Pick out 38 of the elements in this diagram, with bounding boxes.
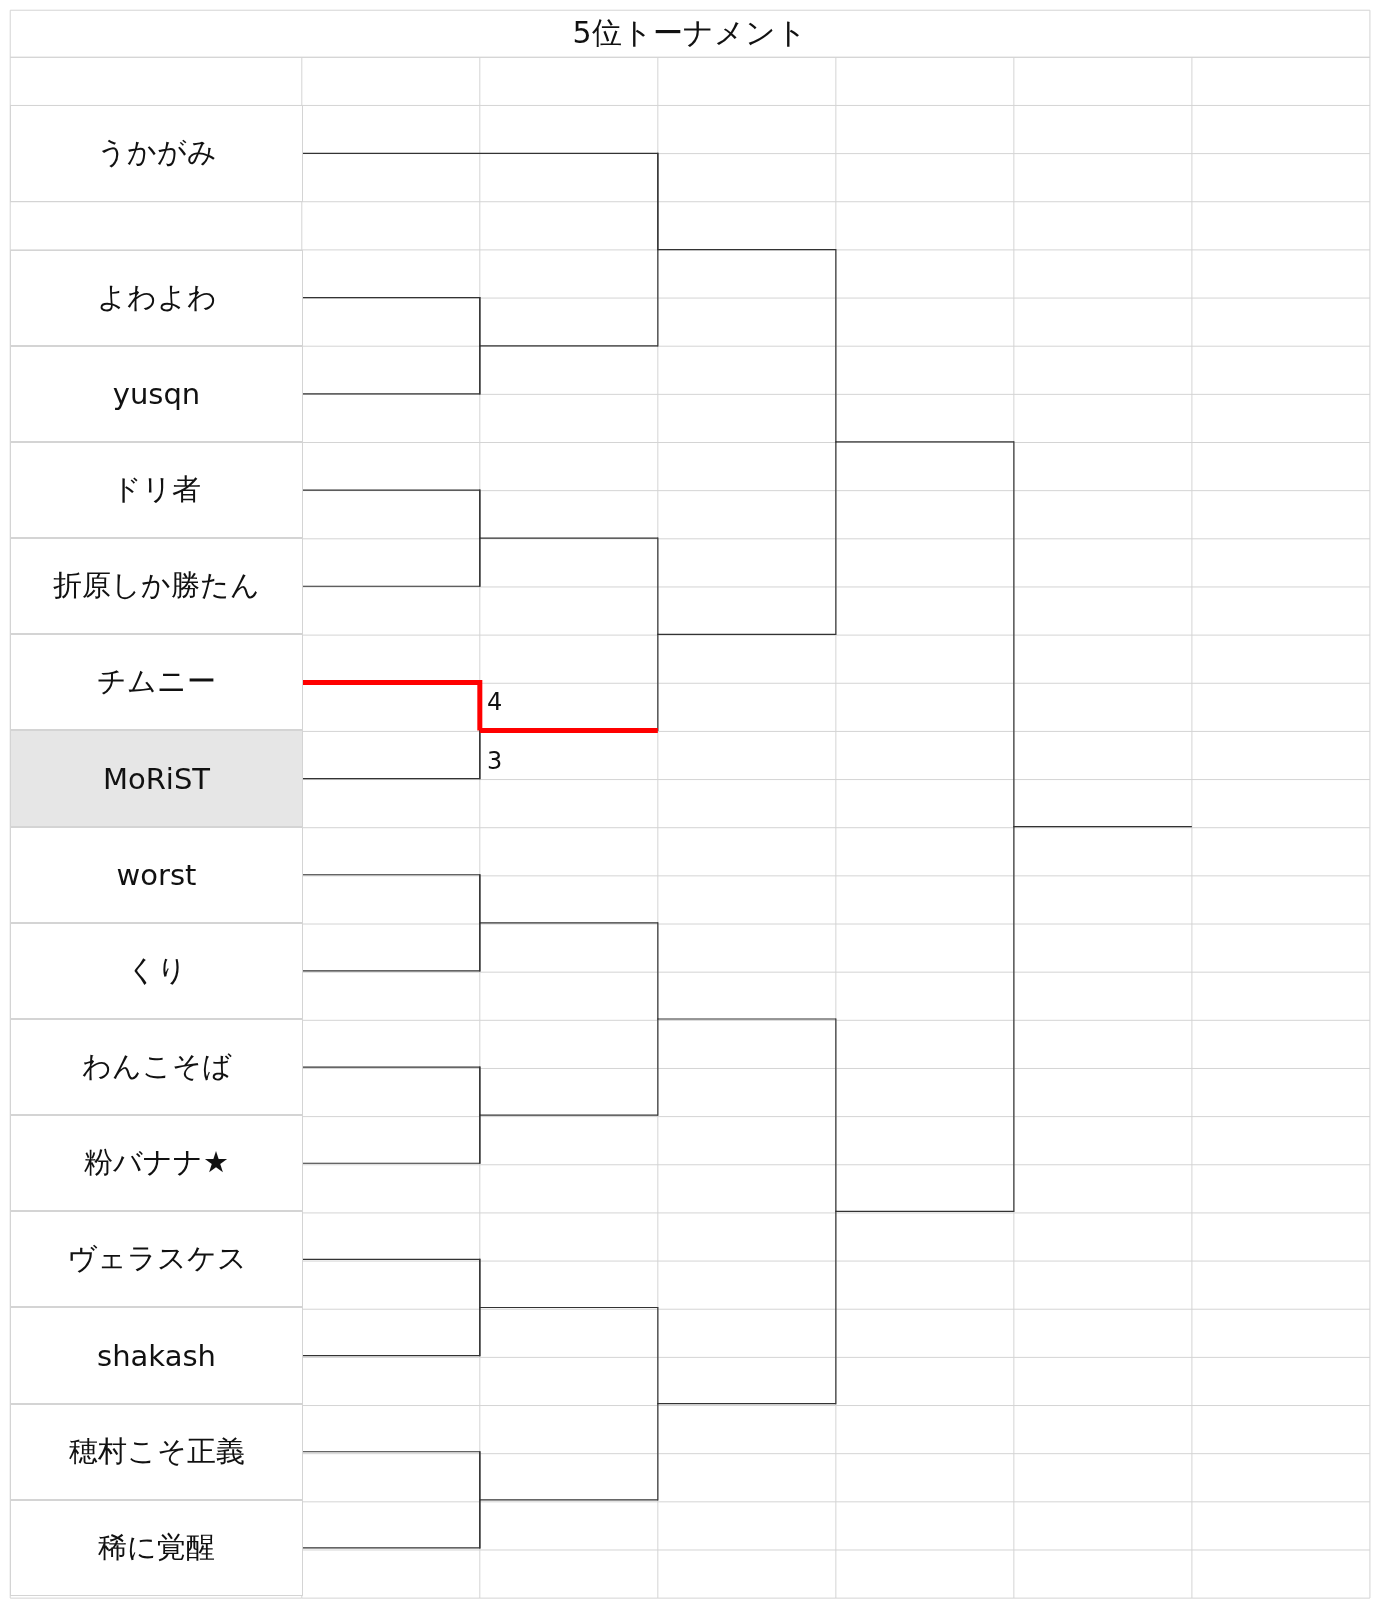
player-name: worst <box>10 826 303 923</box>
bracket-line <box>1013 441 1015 1212</box>
bracket-connector <box>835 1210 1015 1212</box>
score: 3 <box>487 747 503 776</box>
bracket-connector <box>479 1499 659 1501</box>
player-name: くり <box>10 922 303 1019</box>
bracket-connector <box>657 633 837 635</box>
player-name: ドリ者 <box>10 441 303 539</box>
bracket-connector <box>479 1306 659 1309</box>
bracket-connector <box>479 345 659 347</box>
player-name: 折原しか勝たん <box>10 538 303 635</box>
bracket-connector <box>479 728 658 733</box>
shaded-player-cell: MoRiST <box>10 730 303 827</box>
player-name: うかがみ <box>10 105 303 202</box>
bracket-line <box>657 1306 659 1501</box>
bracket-connector <box>835 441 1015 443</box>
bracket-connector <box>657 1403 837 1405</box>
bracket-connector <box>479 537 659 539</box>
bracket-line <box>835 1018 837 1405</box>
player-name: 稀に覚醒 <box>10 1499 303 1596</box>
player-name: わんこそば <box>10 1019 303 1116</box>
bracket-connector <box>301 679 483 731</box>
player-name: チムニー <box>10 634 303 731</box>
title: 5位トーナメント <box>572 14 807 53</box>
bracket-connector <box>657 1018 837 1020</box>
player-name: shakash <box>10 1307 303 1404</box>
player-name: よわよわ <box>10 249 303 346</box>
player-name: 粉バナナ★ <box>10 1115 303 1212</box>
score: 4 <box>487 687 503 716</box>
bracket-connector <box>657 249 837 251</box>
player-name: 穂村こそ正義 <box>10 1403 303 1500</box>
bracket-line <box>657 922 659 1116</box>
bracket-connector <box>479 922 659 924</box>
bracket-connector <box>1013 826 1193 828</box>
bracket-connector <box>479 1114 659 1116</box>
player-name: yusqn <box>10 345 303 442</box>
bracket-line <box>835 249 837 635</box>
player-name: ヴェラスケス <box>10 1211 303 1308</box>
